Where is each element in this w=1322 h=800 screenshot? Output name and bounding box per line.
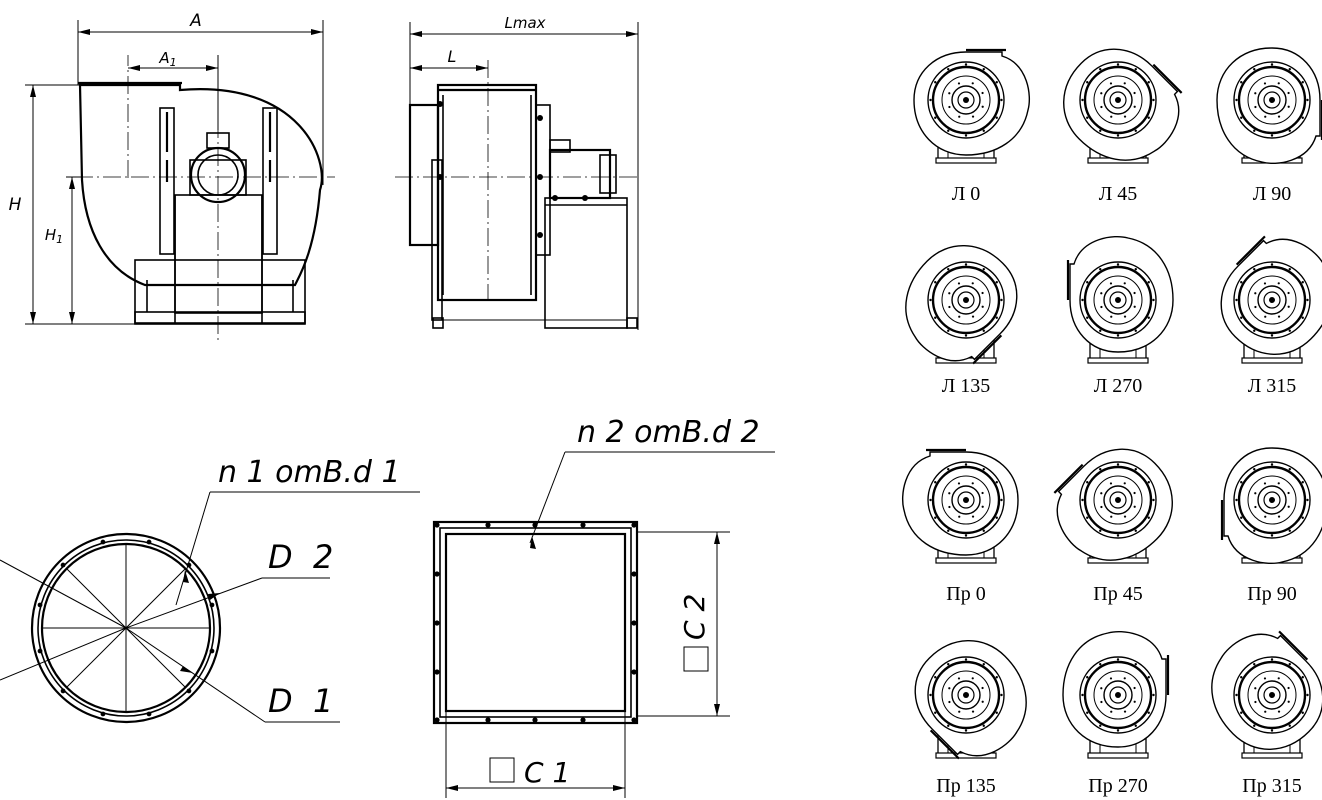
round-flange-hole xyxy=(209,648,215,654)
orientation-fan-icon xyxy=(1216,47,1322,165)
square-flange-hole xyxy=(580,717,586,723)
orientation-fan-icon xyxy=(905,245,1018,365)
fan-hub xyxy=(1269,297,1275,303)
dim-label-h1: H1 xyxy=(45,226,63,246)
square-flange-hole xyxy=(631,620,637,626)
round-flange-hole xyxy=(146,539,152,545)
square-flange-hole xyxy=(631,717,637,723)
orientation-label: Л 135 xyxy=(942,375,991,397)
dim-label-a: A xyxy=(189,11,202,31)
square-flange-hole xyxy=(485,717,491,723)
square-flange-hole xyxy=(580,522,586,528)
round-flange-hole xyxy=(100,711,106,717)
round-flange-hole xyxy=(37,602,43,608)
fan-hub xyxy=(963,497,969,503)
round-flange-hole xyxy=(186,688,192,694)
square-flange-hole xyxy=(434,717,440,723)
orientation-fan-icon xyxy=(1062,630,1170,759)
fan-hub xyxy=(963,692,969,698)
square-flange-hole xyxy=(434,669,440,675)
dim-label-l: L xyxy=(448,47,457,66)
fan-hub xyxy=(1269,97,1275,103)
dim-label-d2: D 2 xyxy=(268,538,333,576)
front-view-rail-right xyxy=(262,107,278,255)
square-flange-view: C 1 C 2 n 2 omB.d 2 xyxy=(432,415,775,798)
orientation-label: Л 90 xyxy=(1253,183,1292,205)
orientation-label: Пр 0 xyxy=(946,583,985,605)
square-flange-hole xyxy=(631,669,637,675)
square-flange-hole xyxy=(532,717,538,723)
fan-hub xyxy=(1115,497,1121,503)
fan-hub xyxy=(963,297,969,303)
orientation-label: Л 315 xyxy=(1248,375,1297,397)
round-flange-hole xyxy=(146,711,152,717)
orientation-fan-icon xyxy=(1220,235,1322,364)
front-view-base xyxy=(134,259,306,324)
orientation-fan-icon xyxy=(1063,48,1183,164)
dim-label-a1: A1 xyxy=(158,49,176,69)
side-view-inlet-flange xyxy=(408,103,440,247)
fan-hub xyxy=(1269,692,1275,698)
front-view: A A1 H H1 xyxy=(9,11,335,340)
orientation-fan-icon xyxy=(913,48,1031,164)
round-flange-hole xyxy=(60,688,66,694)
fan-hub xyxy=(1115,297,1121,303)
square-flange-outer xyxy=(432,520,639,725)
front-view-rail-left xyxy=(159,107,175,255)
orientation-label: Пр 90 xyxy=(1247,583,1296,605)
side-view-motor xyxy=(548,148,612,200)
orientation-label: Пр 315 xyxy=(1242,775,1301,797)
orientation-label: Пр 45 xyxy=(1093,583,1142,605)
square-flange-holes-label: n 2 omB.d 2 xyxy=(577,415,760,450)
front-view-housing xyxy=(78,83,323,287)
round-flange-holes-label: n 1 omB.d 1 xyxy=(218,455,401,490)
fan-hub xyxy=(963,97,969,103)
square-flange-hole xyxy=(434,571,440,577)
orientation-fan-icon xyxy=(1053,448,1173,564)
orientation-label: Л 45 xyxy=(1099,183,1138,205)
orientation-fan-icon xyxy=(1211,630,1322,759)
orientation-fan-icon xyxy=(914,640,1027,760)
round-flange-hole xyxy=(60,562,66,568)
dim-label-h: H xyxy=(9,195,22,215)
square-flange-hole xyxy=(631,571,637,577)
fan-hub xyxy=(1115,692,1121,698)
orientation-fan-icon xyxy=(1220,447,1322,565)
orientation-label: Пр 135 xyxy=(936,775,995,797)
orientation-grid: Л 0 Л 45 Л 90 Л 135 Л 270 Л 315 Пр 0 Пр 45 Пр 90… xyxy=(901,47,1322,797)
round-flange-hole xyxy=(209,602,215,608)
square-flange-hole xyxy=(434,620,440,626)
orientation-fan-icon xyxy=(1066,235,1174,364)
fan-hub xyxy=(1115,97,1121,103)
round-flange-hole xyxy=(37,648,43,654)
square-flange-hole xyxy=(631,522,637,528)
orientation-fan-icon xyxy=(901,448,1019,564)
dim-label-d1: D 1 xyxy=(268,682,333,720)
dim-label-c2: C 2 xyxy=(678,594,711,640)
round-flange-view: D 2 D 1 n 1 omB.d 1 xyxy=(0,455,420,724)
side-view-frame xyxy=(544,197,628,329)
side-view: Lmax L xyxy=(395,14,640,330)
square-flange-hole xyxy=(434,522,440,528)
square-flange-inner xyxy=(444,532,627,713)
orientation-label: Л 270 xyxy=(1094,375,1143,397)
round-flange-outer xyxy=(30,532,222,724)
side-view-housing xyxy=(436,83,538,302)
square-flange-hole xyxy=(485,522,491,528)
fan-hub xyxy=(1269,497,1275,503)
orientation-label: Л 0 xyxy=(952,183,981,205)
dim-label-c1: C 1 xyxy=(524,756,570,789)
dim-label-lmax: Lmax xyxy=(504,14,545,32)
round-flange-hole xyxy=(100,539,106,545)
orientation-label: Пр 270 xyxy=(1088,775,1147,797)
